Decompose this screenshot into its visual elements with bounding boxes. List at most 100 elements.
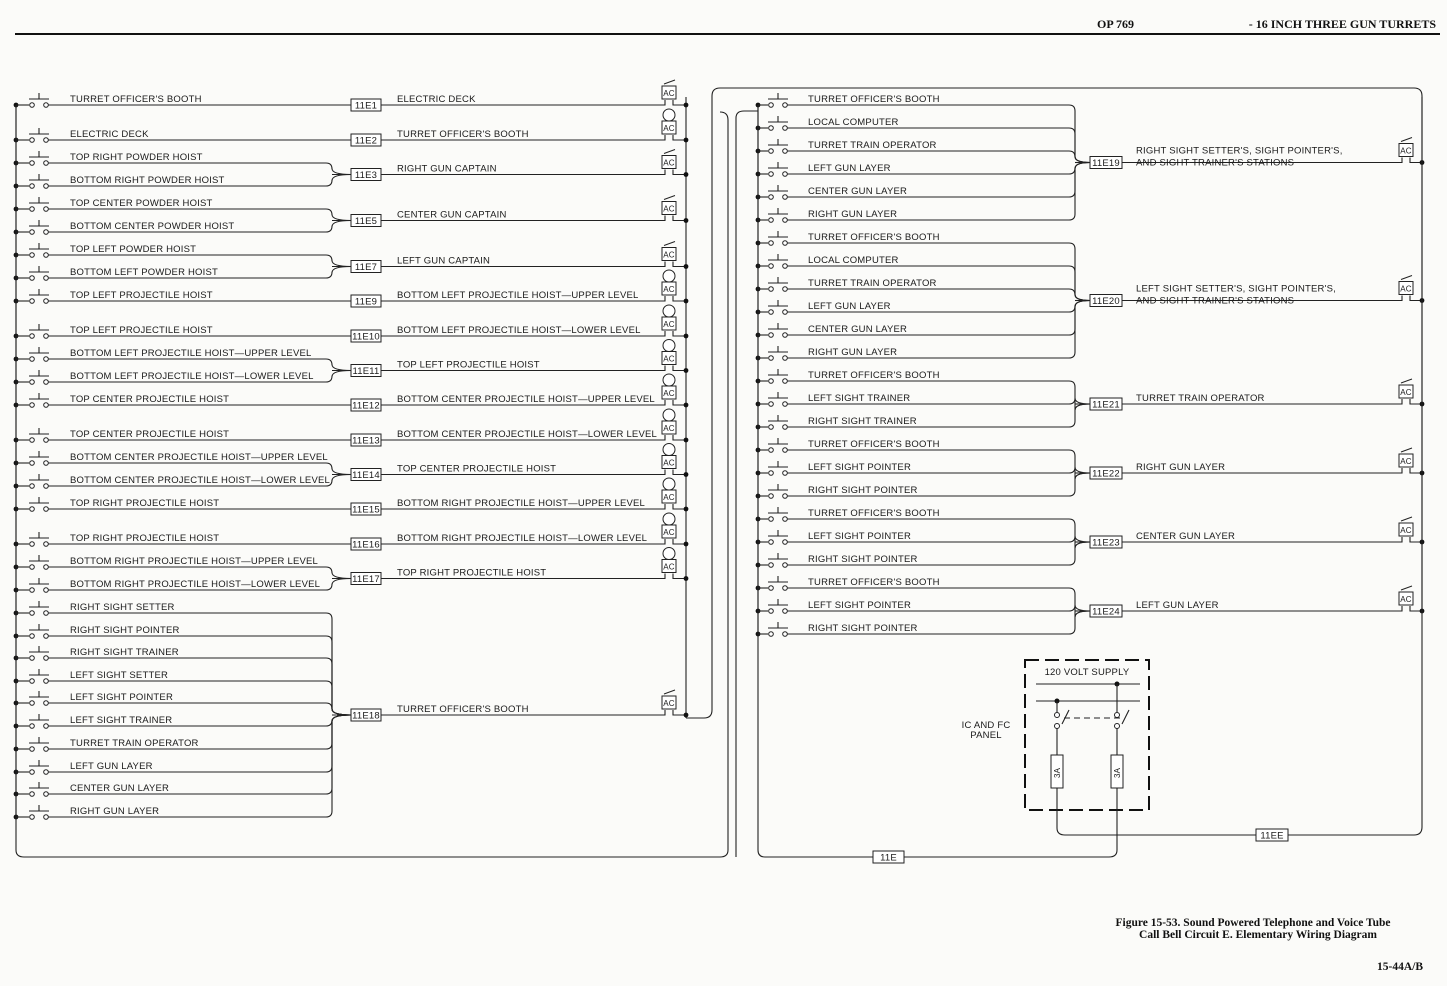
pushbutton-station[interactable]: BOTTOM CENTER PROJECTILE HOIST—LOWER LEV… <box>13 473 352 489</box>
pushbutton-station[interactable]: BOTTOM LEFT PROJECTILE HOIST—UPPER LEVEL <box>13 347 352 372</box>
destination-label: TOP CENTER PROJECTILE HOIST <box>397 464 556 475</box>
pushbutton-station[interactable]: TOP LEFT PROJECTILE HOIST <box>13 324 351 339</box>
pushbutton-station[interactable]: TURRET OFFICER'S BOOTH <box>755 369 1091 405</box>
contact-icon <box>782 309 788 315</box>
pushbutton-station[interactable]: TOP CENTER PROJECTILE HOIST <box>13 428 351 443</box>
contact-icon <box>782 263 788 269</box>
pushbutton-station[interactable]: LEFT SIGHT POINTER <box>755 599 1091 618</box>
pushbutton-station[interactable]: LEFT SIGHT POINTER <box>13 691 352 716</box>
pushbutton-station[interactable]: BOTTOM RIGHT PROJECTILE HOIST—LOWER LEVE… <box>13 577 352 593</box>
contact-icon <box>43 252 49 258</box>
pushbutton-station[interactable]: BOTTOM CENTER POWDER HOIST <box>13 219 352 235</box>
device-label: AC <box>663 89 675 98</box>
pushbutton-station[interactable]: LEFT SIGHT TRAINER <box>755 392 1091 411</box>
destination-label: CENTER GUN CAPTAIN <box>397 210 507 221</box>
pushbutton-icon <box>768 323 788 330</box>
pushbutton-station[interactable]: RIGHT SIGHT POINTER <box>13 624 352 716</box>
pushbutton-station[interactable]: CENTER GUN LAYER <box>755 299 1091 338</box>
pushbutton-station[interactable]: TOP LEFT PROJECTILE HOIST <box>13 289 351 304</box>
pushbutton-station[interactable]: TOP RIGHT PROJECTILE HOIST <box>13 497 351 512</box>
pushbutton-station[interactable]: TURRET OFFICER'S BOOTH <box>13 93 351 108</box>
pushbutton-station[interactable]: RIGHT GUN LAYER <box>755 299 1091 361</box>
pushbutton-station[interactable]: RIGHT SIGHT POINTER <box>755 472 1091 499</box>
source-label: LEFT GUN LAYER <box>808 301 891 312</box>
pushbutton-station[interactable]: BOTTOM RIGHT POWDER HOIST <box>13 173 352 189</box>
pushbutton-station[interactable]: RIGHT SIGHT POINTER <box>755 541 1091 568</box>
contact-icon <box>768 493 774 499</box>
pushbutton-station[interactable]: CENTER GUN LAYER <box>755 161 1091 200</box>
pushbutton-station[interactable]: RIGHT GUN LAYER <box>755 161 1091 223</box>
pushbutton-station[interactable]: TURRET OFFICER'S BOOTH <box>755 507 1091 543</box>
pushbutton-station[interactable]: TURRET OFFICER'S BOOTH <box>755 93 1091 164</box>
destination-label: BOTTOM LEFT PROJECTILE HOIST—UPPER LEVEL <box>397 290 639 301</box>
pushbutton-station[interactable]: LEFT SIGHT POINTER <box>755 461 1091 480</box>
pushbutton-station[interactable]: BOTTOM RIGHT PROJECTILE HOIST—UPPER LEVE… <box>13 555 352 580</box>
destination-label: BOTTOM RIGHT PROJECTILE HOIST—LOWER LEVE… <box>397 533 647 544</box>
pushbutton-icon <box>29 601 49 608</box>
pushbutton-icon <box>29 497 49 504</box>
pushbutton-station[interactable]: TOP RIGHT POWDER HOIST <box>13 151 352 176</box>
bell-icon: AC <box>661 547 677 573</box>
pushbutton-station[interactable]: RIGHT SIGHT POINTER <box>755 610 1091 637</box>
pushbutton-station[interactable]: LEFT GUN LAYER <box>755 299 1091 315</box>
pushbutton-station[interactable]: LEFT SIGHT TRAINER <box>13 714 352 729</box>
contact-icon <box>29 229 35 235</box>
pushbutton-station[interactable]: LEFT GUN LAYER <box>755 161 1091 177</box>
device-label: AC <box>663 205 675 214</box>
pushbutton-station[interactable]: TURRET TRAIN OPERATOR <box>13 714 352 752</box>
pushbutton-station[interactable]: BOTTOM LEFT PROJECTILE HOIST—LOWER LEVEL <box>13 369 352 385</box>
pushbutton-station[interactable]: RIGHT SIGHT SETTER <box>13 601 352 716</box>
tag-label: 11E18 <box>352 711 380 722</box>
contact-icon <box>768 608 774 614</box>
pushbutton-station[interactable]: TURRET OFFICER'S BOOTH <box>755 576 1091 612</box>
pushbutton-icon <box>29 805 49 812</box>
device-label: AC <box>663 159 675 168</box>
source-label: LEFT SIGHT POINTER <box>70 692 173 703</box>
pushbutton-icon <box>768 484 788 491</box>
pushbutton-station[interactable]: TOP CENTER POWDER HOIST <box>13 197 352 222</box>
device-label: AC <box>663 424 675 433</box>
tag-label: 11E12 <box>352 401 380 412</box>
bell-icon: AC <box>661 373 677 400</box>
contact-icon <box>43 483 49 489</box>
contact-icon <box>29 275 35 281</box>
pushbutton-station[interactable]: TURRET TRAIN OPERATOR <box>755 139 1091 164</box>
pushbutton-station[interactable]: LEFT SIGHT SETTER <box>13 669 352 716</box>
pushbutton-station[interactable]: RIGHT SIGHT TRAINER <box>755 403 1091 430</box>
pushbutton-station[interactable]: CENTER GUN LAYER <box>13 714 352 797</box>
contact-icon <box>768 332 774 338</box>
panel-label-1: IC AND FC <box>962 720 1011 731</box>
figure-caption: Figure 15-53. Sound Powered Telephone an… <box>1115 917 1423 973</box>
fuse-1: 3A <box>1050 754 1064 789</box>
contact-icon <box>768 240 774 246</box>
pushbutton-station[interactable]: TURRET OFFICER'S BOOTH <box>755 438 1091 474</box>
contact-icon <box>29 791 35 797</box>
horn-icon: AC <box>1398 378 1414 399</box>
pushbutton-station[interactable]: TURRET TRAIN OPERATOR <box>755 277 1091 302</box>
contact-icon <box>768 470 774 476</box>
pushbutton-station[interactable]: TOP CENTER PROJECTILE HOIST <box>13 393 351 408</box>
pushbutton-station[interactable]: BOTTOM LEFT POWDER HOIST <box>13 265 352 281</box>
contact-icon <box>29 102 35 108</box>
pushbutton-station[interactable]: ELECTRIC DECK <box>13 128 351 143</box>
tag-label: 11E13 <box>352 436 380 447</box>
contact-icon <box>29 356 35 362</box>
contact-icon <box>768 424 774 430</box>
device-label: AC <box>663 320 675 329</box>
pushbutton-station[interactable]: TOP LEFT POWDER HOIST <box>13 243 352 268</box>
horn-icon: AC <box>1398 447 1414 468</box>
pushbutton-station[interactable]: TOP RIGHT PROJECTILE HOIST <box>13 532 351 547</box>
pushbutton-station[interactable]: LOCAL COMPUTER <box>755 116 1091 164</box>
pushbutton-icon <box>768 300 788 307</box>
pushbutton-station[interactable]: BOTTOM CENTER PROJECTILE HOIST—UPPER LEV… <box>13 451 352 476</box>
pushbutton-icon <box>29 347 49 354</box>
contact-icon <box>29 610 35 616</box>
source-label: BOTTOM LEFT PROJECTILE HOIST—UPPER LEVEL <box>70 348 312 359</box>
contact-icon <box>43 655 49 661</box>
tag-label: 11E19 <box>1092 158 1120 169</box>
contact-icon <box>29 402 35 408</box>
pushbutton-station[interactable]: LEFT SIGHT POINTER <box>755 530 1091 549</box>
source-label: TURRET OFFICER'S BOOTH <box>808 577 940 588</box>
device-label: AC <box>1400 526 1412 535</box>
pushbutton-station[interactable]: RIGHT GUN LAYER <box>13 714 352 820</box>
